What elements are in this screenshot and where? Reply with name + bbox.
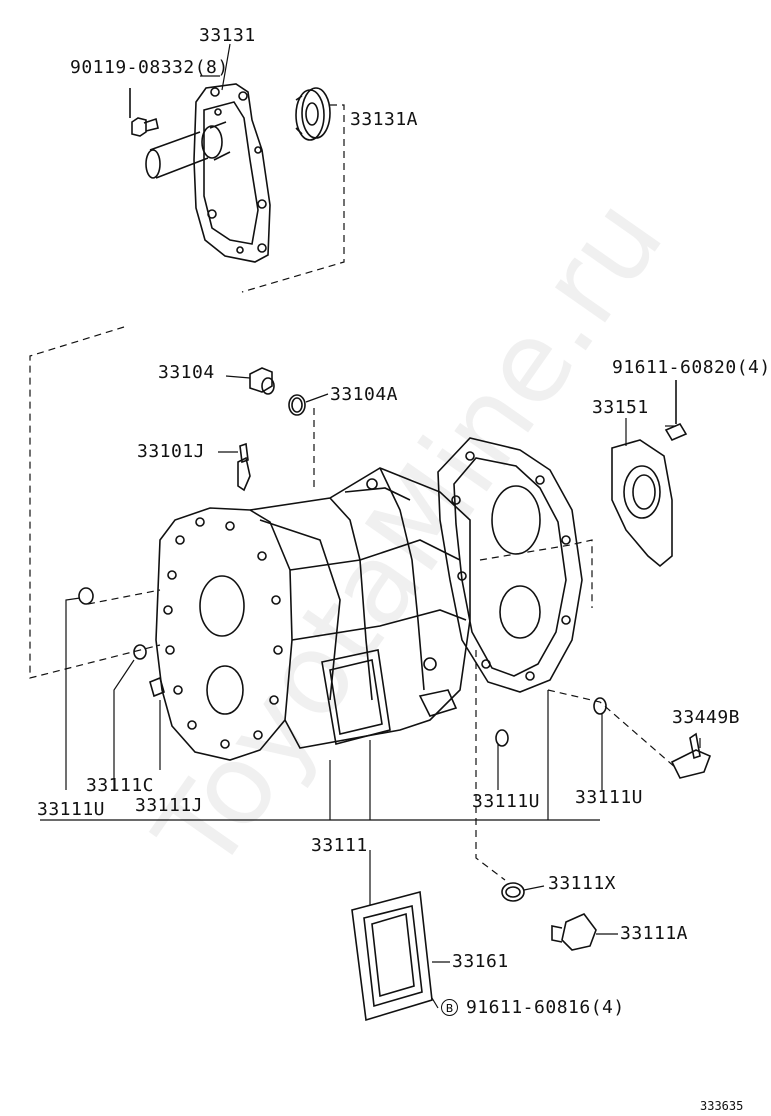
b-circle-mark: B bbox=[441, 999, 458, 1016]
label-91611-60816: 91611-60816(4) bbox=[466, 997, 625, 1018]
label-33151: 33151 bbox=[592, 397, 649, 418]
label-90119-08332: 90119-08332(8) bbox=[70, 57, 229, 78]
dashed-leaders bbox=[29, 104, 677, 881]
extension-housing bbox=[145, 83, 271, 263]
label-33449B: 33449B bbox=[672, 707, 741, 728]
label-33111U-left: 33111U bbox=[37, 799, 106, 820]
label-33111X: 33111X bbox=[548, 873, 617, 894]
label-33111U-right: 33111U bbox=[575, 787, 644, 808]
label-33111: 33111 bbox=[311, 835, 368, 856]
label-91611-60820: 91611-60820(4) bbox=[612, 357, 771, 378]
label-33131: 33131 bbox=[199, 25, 256, 46]
oil-seal-33131A bbox=[295, 87, 331, 141]
small-parts bbox=[78, 367, 712, 1022]
bolt-90119 bbox=[129, 88, 159, 137]
label-33111A: 33111A bbox=[620, 923, 689, 944]
label-33101J: 33101J bbox=[137, 441, 206, 462]
diagram-id: 333635 bbox=[700, 1099, 744, 1113]
label-33111J: 33111J bbox=[135, 795, 204, 816]
label-33104A: 33104A bbox=[330, 384, 399, 405]
label-33111U-mid: 33111U bbox=[472, 791, 541, 812]
label-33104: 33104 bbox=[158, 362, 215, 383]
label-33161: 33161 bbox=[452, 951, 509, 972]
label-33131A: 33131A bbox=[350, 109, 419, 130]
leader-lines bbox=[40, 43, 701, 1009]
transmission-case bbox=[155, 437, 583, 761]
label-33111C: 33111C bbox=[86, 775, 155, 796]
